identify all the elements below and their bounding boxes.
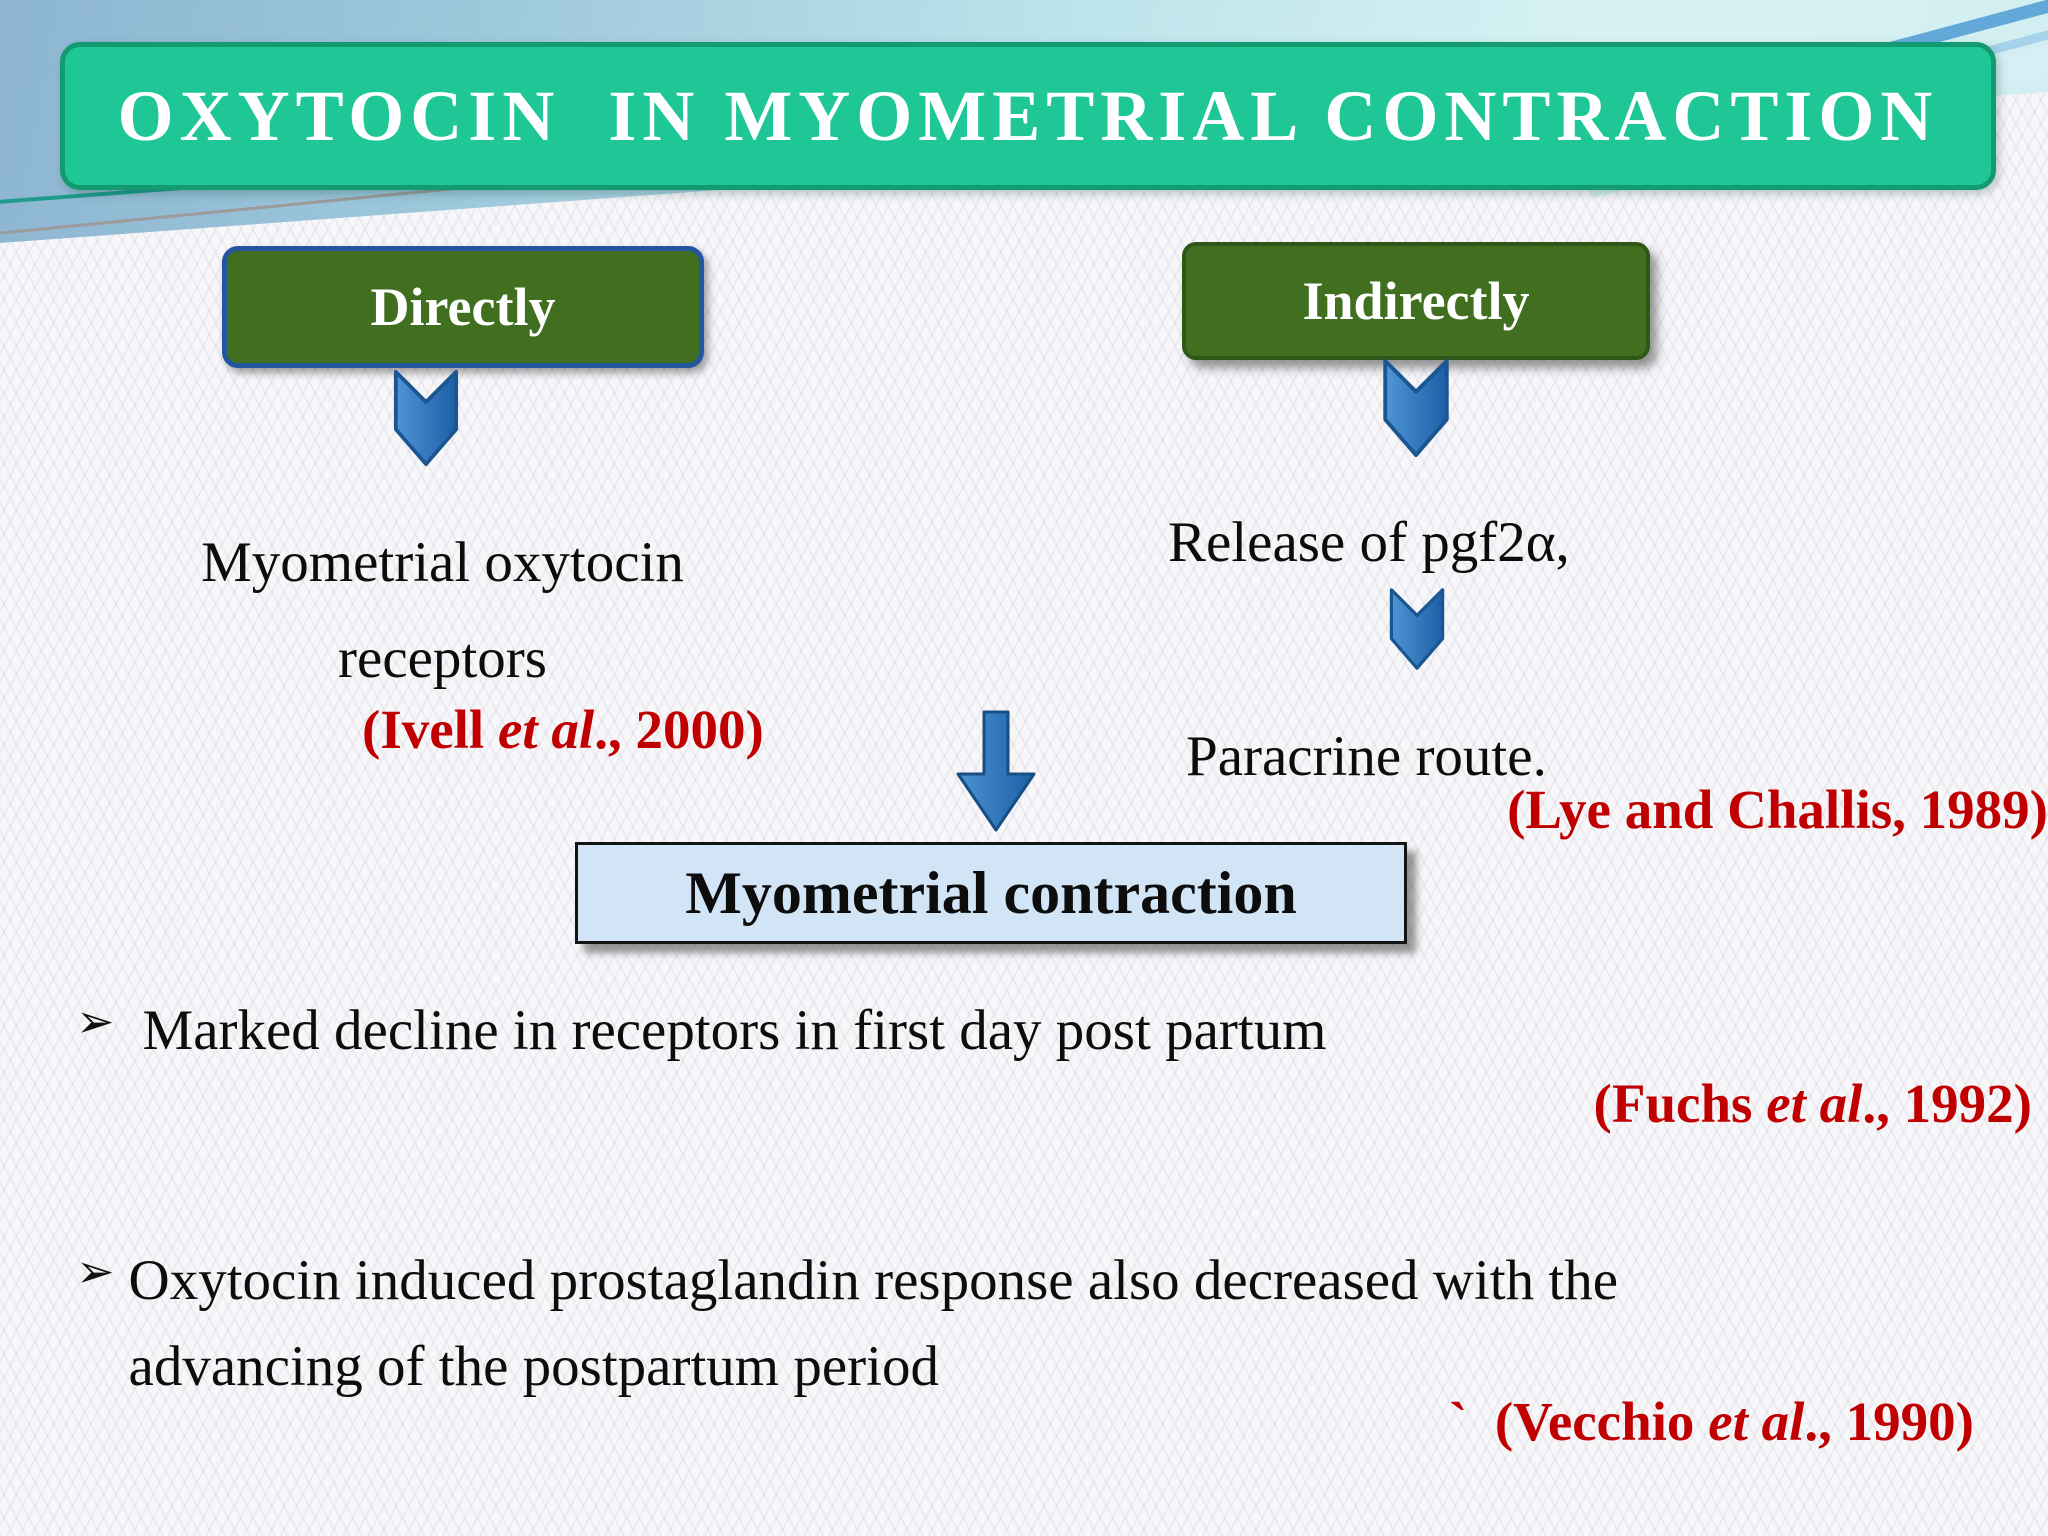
outcome-box: Myometrial contraction [575,842,1407,944]
bullet-text: Marked decline in receptors in first day… [142,999,1327,1062]
citation-text: ., 1992) [1862,1073,2032,1134]
fuchs-citation: (Fuchs et al., 1992) [1594,1072,2032,1135]
direct-branch-label: Directly [370,277,556,337]
citation-et-al: et al [497,699,595,760]
indirect-branch-box: Indirectly [1182,242,1650,360]
citation-et-al: et al [1766,1073,1863,1134]
ivell-citation: (Ivell et al., 2000) [362,698,764,761]
citation-text: (Fuchs [1593,1073,1767,1134]
chevron-down-icon [1389,588,1445,670]
citation-text: ` (Vecchio [1449,1391,1709,1452]
outcome-label: Myometrial contraction [685,859,1297,926]
direct-result-text: Myometrial oxytocin receptors [201,531,684,690]
slide-title: OXYTOCIN IN MYOMETRIAL CONTRACTION [117,75,1939,156]
citation-text: ., 1990) [1804,1391,1974,1452]
bullet-text: Oxytocin induced prostaglandin response … [128,1249,1619,1398]
arrow-bullet-icon: ➢ [76,994,115,1048]
chevron-down-icon [1383,358,1449,458]
citation-text: (Ivell [362,699,498,760]
down-arrow-icon [956,710,1036,832]
bullet-item: ➢ Oxytocin induced prostaglandin respons… [76,1238,1996,1409]
citation-text: ., 2000) [594,699,764,760]
lye-challis-citation: (Lye and Challis, 1989) [1507,779,2048,840]
vecchio-citation: ` (Vecchio et al., 1990) [1449,1390,1974,1453]
slide-title-banner: OXYTOCIN IN MYOMETRIAL CONTRACTION [60,42,1996,190]
arrow-bullet-icon: ➢ [76,1244,115,1298]
chevron-down-icon [393,369,459,467]
citation-et-al: et al [1708,1391,1805,1452]
direct-branch-box: Directly [222,246,704,368]
release-step-text: Release of pgf2α, [1168,511,1570,574]
bullet-item: ➢ Marked decline in receptors in first d… [76,988,1327,1074]
indirect-branch-label: Indirectly [1302,271,1530,331]
paracrine-step-text: Paracrine route. [1186,725,1547,788]
